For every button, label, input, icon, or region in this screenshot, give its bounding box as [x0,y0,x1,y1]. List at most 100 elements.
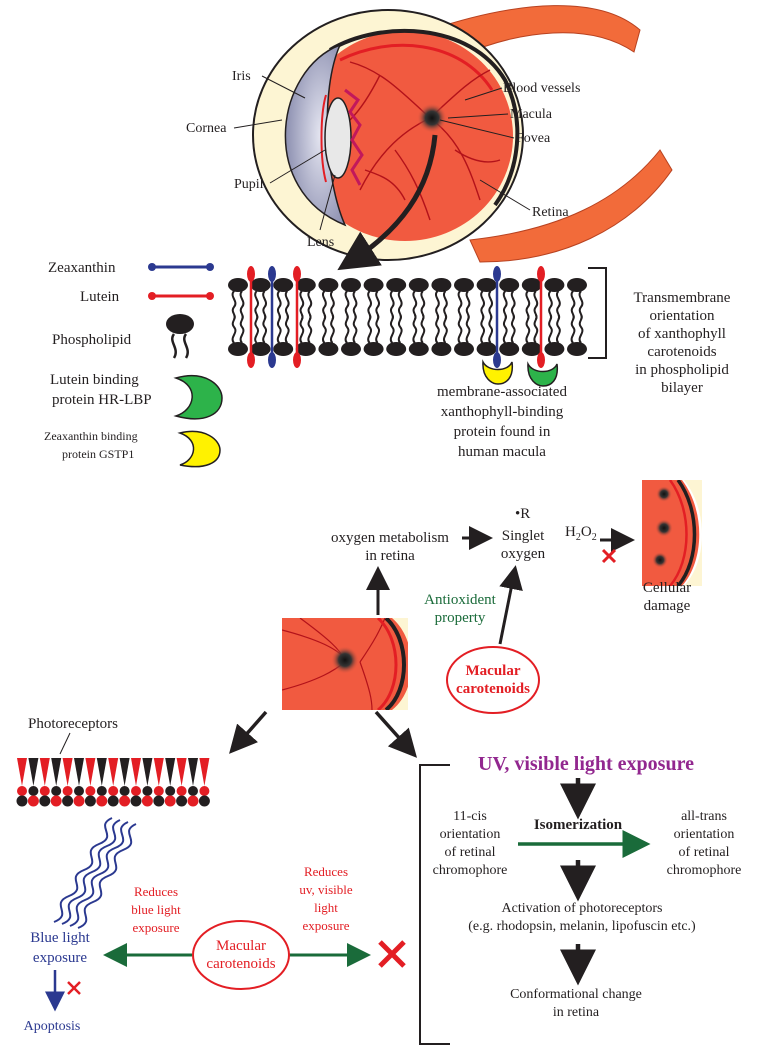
antioxidant-property-line1: Antioxident [424,592,496,608]
conformation-line2: in retina [553,1005,600,1020]
phospholipid-bottom [295,314,316,356]
label-retina: Retina [532,205,569,220]
phospholipid-bottom [521,314,542,356]
eye-labels: Iris Cornea Pupil Lens Blood vessels Mac… [186,69,580,250]
macula [417,103,447,133]
legend: Zeaxanthin Lutein Phospholipid Lutein bi… [44,260,223,468]
protein-line-4: human macula [458,444,546,460]
eye-illustration: Iris Cornea Pupil Lens Blood vessels Mac… [186,5,673,271]
phospholipid-top [250,278,271,320]
trans-line1: all-trans [681,809,727,824]
label-pupil: Pupil [234,177,264,192]
phospholipid-top [499,278,520,320]
bracket-line-5: in phospholipid [635,362,729,378]
lutein-molecule [247,266,255,368]
macular-carotenoids-top-line2: carotenoids [456,681,530,697]
phospholipid-top [567,278,587,320]
cis-line2: orientation [440,827,501,842]
trans-line4: chromophore [667,863,742,878]
phospholipid-top [431,278,452,320]
phospholipid-bottom [273,314,294,356]
macular-carotenoids-oval-top [446,646,540,714]
activation-line2: (e.g. rhodopsin, melanin, lipofuscin etc… [468,919,696,934]
legend-lutein-bp-line2: protein HR-LBP [52,392,152,408]
activation-line1: Activation of photoreceptors [502,901,663,916]
macular-carotenoids-oval-bottom [192,920,290,990]
legend-lutein-bp-line1: Lutein binding [50,372,139,388]
membrane-bracket [588,267,607,359]
cellular-damage-line1: Cellular [643,580,691,596]
photoreceptors-pointer [59,732,71,755]
photoreceptor-cell [16,758,28,807]
uv-title: UV, visible light exposure [478,753,694,775]
phospholipid-top [341,278,361,320]
h2o2-label: H2O2 [565,524,597,543]
legend-lutein-label: Lutein [80,289,120,305]
zeaxanthin-molecule [493,266,501,368]
cis-line3: of retinal [445,845,496,860]
phospholipid-top [521,278,542,320]
label-lens: Lens [307,235,334,250]
photoreceptors-label: Photoreceptors [28,716,118,732]
phospholipid-bottom [386,314,407,356]
reduces-uv-line3: light [314,900,338,915]
blue-light-line1: Blue light [30,930,90,946]
photoreceptor-cell [164,758,176,807]
choroid-layer [328,28,520,207]
reduces-blue-line2: blue light [131,902,181,917]
retina-inner [339,43,494,91]
blue-light-line2: exposure [33,950,87,966]
uv-bracket [419,764,450,1045]
retina-globe [297,31,513,241]
legend-zeax-bp-line1: Zeaxanthin binding [44,429,138,443]
photoreceptor-cell [84,758,96,807]
gstp1-protein-shape [482,359,514,385]
lutein-icon [148,292,214,300]
phospholipid-top [363,278,384,320]
phospholipid-top [454,278,474,320]
macular-carotenoids-top-line1: Macular [466,663,521,679]
phospholipid-bottom [341,314,361,356]
phospholipid-top [228,278,248,320]
macular-carotenoids-bottom-line1: Macular [216,938,266,954]
cellular-damage-line2: damage [644,598,691,614]
lutein-molecule [293,266,301,368]
photoreceptor-cell [96,758,108,807]
singlet-line1: Singlet [502,528,545,544]
legend-phospholipid-label: Phospholipid [52,332,132,348]
photoreceptor-cell [50,758,62,807]
macular-carotenoids-bottom-line2: carotenoids [206,956,275,972]
phospholipid-top [386,278,407,320]
protein-line-1: membrane-associated [437,384,567,400]
eye-muscle-bottom [469,149,673,263]
phospholipid-bottom [544,314,565,356]
photoreceptor-cell [187,758,199,807]
label-blood-vessels: Blood vessels [503,81,580,96]
iris-stripe [320,94,327,183]
label-macula: Macula [510,107,553,122]
phospholipid-top [318,278,339,320]
arrow-retina-to-photoreceptors [229,710,268,754]
retina-section-image [282,618,408,710]
zeaxanthin-molecule [268,266,276,368]
antioxidant-section: oxygen metabolism in retina •R Singlet o… [282,480,702,714]
eye-muscle-top [429,5,641,57]
bracket-line-3: of xanthophyll [638,326,726,342]
photoreceptor-row [16,758,210,807]
zeaxanthin-binding-protein-icon [177,430,221,468]
trans-line2: orientation [674,827,735,842]
phospholipid-bottom [476,314,497,356]
reduces-blue-line1: Reduces [134,884,178,899]
protein-line-2: xanthophyll-binding [441,404,564,420]
membrane-bracket-label: Transmembrane orientation of xanthophyll… [634,290,731,396]
reduces-blue-line3: exposure [133,920,180,935]
photoreceptor-cell [130,758,142,807]
protein-line-3: protein found in [454,424,551,440]
bracket-line-2: orientation [650,308,715,324]
reduces-uv-line1: Reduces [304,864,348,879]
phospholipid-top [273,278,294,320]
phospholipid-top [408,278,429,320]
label-fovea: Fovea [516,131,551,146]
